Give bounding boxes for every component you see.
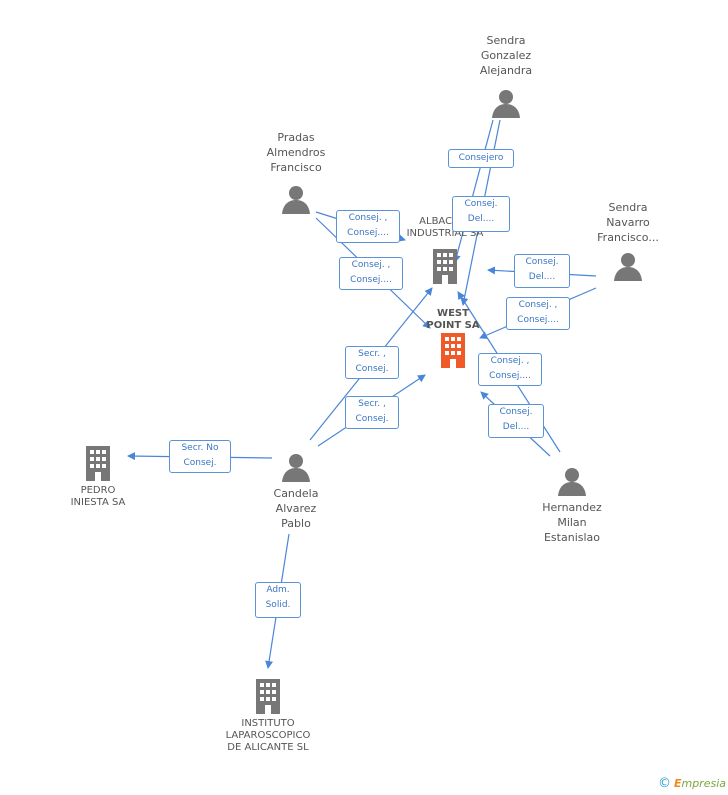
- copyright-icon: ©: [657, 776, 671, 791]
- relation-badge[interactable]: Secr. No Consej.: [169, 440, 231, 473]
- person-icon: [281, 452, 311, 486]
- company-node-pedro-iniesta[interactable]: PEDRO INIESTA SA: [58, 445, 138, 509]
- person-node-candela[interactable]: Candela Alvarez Pablo: [256, 452, 336, 531]
- relation-badge[interactable]: Adm. Solid.: [255, 582, 301, 618]
- person-node-pradas[interactable]: Pradas Almendros Francisco: [256, 130, 336, 218]
- relation-badge[interactable]: Consej. Del....: [452, 196, 510, 232]
- building-icon: [437, 332, 469, 372]
- relation-badge[interactable]: Consej. , Consej....: [336, 210, 400, 243]
- company-label: INSTITUTO LAPAROSCOPICO DE ALICANTE SL: [225, 718, 311, 753]
- company-node-instituto[interactable]: INSTITUTO LAPAROSCOPICO DE ALICANTE SL: [208, 678, 328, 754]
- relation-badge[interactable]: Consej. , Consej....: [506, 297, 570, 330]
- person-label: Candela Alvarez Pablo: [273, 487, 319, 530]
- person-icon: [281, 184, 311, 218]
- company-label: WEST POINT SA: [426, 308, 480, 331]
- relation-badge[interactable]: Consej. , Consej....: [339, 257, 403, 290]
- person-label: Pradas Almendros Francisco: [266, 131, 326, 174]
- person-icon: [557, 466, 587, 500]
- building-icon: [429, 248, 461, 288]
- person-node-sendra-navarro[interactable]: Sendra Navarro Francisco...: [588, 200, 668, 285]
- relation-badge[interactable]: Consej. Del....: [514, 254, 570, 288]
- person-icon: [491, 88, 521, 122]
- person-label: Hernandez Milan Estanislao: [542, 501, 602, 544]
- brand-logo: Empresia: [673, 777, 726, 790]
- company-node-albacete[interactable]: ALBACETE INDUSTRIAL SA: [395, 216, 495, 288]
- building-icon: [252, 678, 284, 718]
- company-label: PEDRO INIESTA SA: [70, 485, 126, 508]
- person-node-sendra-gonzalez[interactable]: Sendra Gonzalez Alejandra: [466, 33, 546, 122]
- edge-sendra-gonzalez-albacete: [452, 119, 494, 263]
- relation-badge[interactable]: Consej. Del....: [488, 404, 544, 438]
- relation-badge[interactable]: Secr. , Consej.: [345, 396, 399, 429]
- relation-badge[interactable]: Consejero: [448, 149, 514, 168]
- building-icon: [82, 445, 114, 485]
- relation-badge[interactable]: Secr. , Consej.: [345, 346, 399, 379]
- person-label: Sendra Navarro Francisco...: [597, 201, 659, 244]
- relation-badge[interactable]: Consej. , Consej....: [478, 353, 542, 386]
- brand-footer: ©Empresia: [658, 776, 726, 791]
- company-label: ALBACETE INDUSTRIAL SA: [406, 216, 484, 239]
- company-node-west-point[interactable]: WEST POINT SA: [413, 308, 493, 372]
- person-node-hernandez[interactable]: Hernandez Milan Estanislao: [526, 466, 618, 545]
- person-icon: [613, 251, 643, 285]
- person-label: Sendra Gonzalez Alejandra: [479, 34, 533, 77]
